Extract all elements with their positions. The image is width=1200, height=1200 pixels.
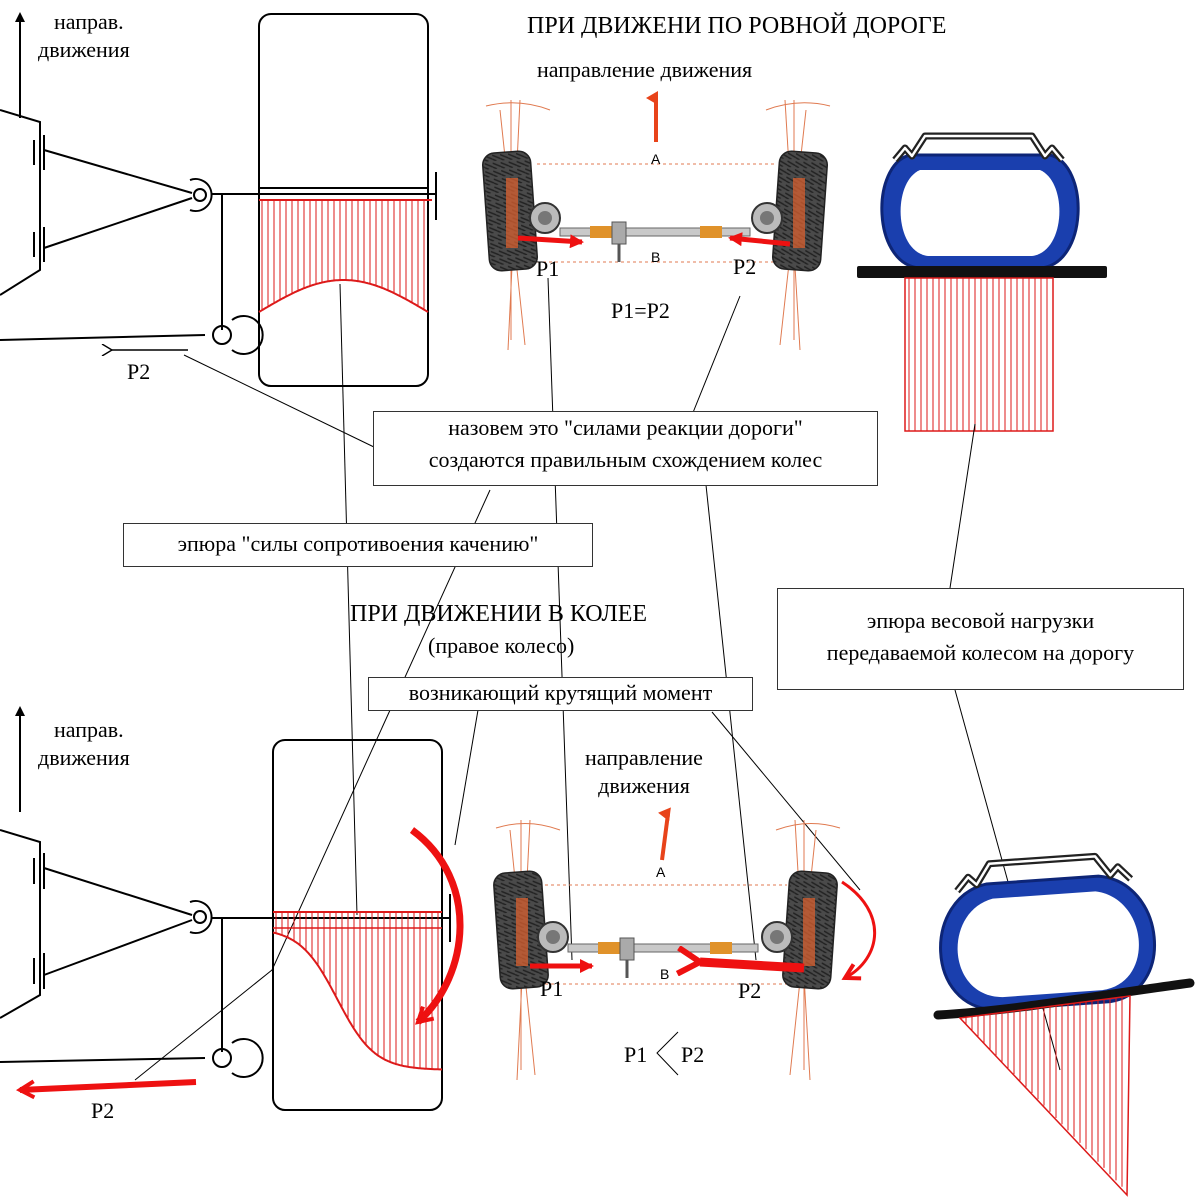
road-reaction-note-box: назовем это "силами реакции дороги" созд… <box>373 411 878 486</box>
inequality-p1-label: P1 <box>624 1042 648 1067</box>
tie-rod-bottom <box>0 1057 206 1063</box>
direction-label-rut: направление движения <box>585 744 703 799</box>
weight-load-note-line1: эпюра весовой нагрузки <box>866 608 1095 633</box>
leader-lines <box>134 277 1061 1081</box>
tire-section-rut <box>933 852 1195 1020</box>
p1-force-arrow-top <box>517 234 584 249</box>
torque-arrow-axle <box>841 880 877 978</box>
p2-force-arrow-bottom-left <box>20 1079 197 1090</box>
tire-section-flat <box>857 132 1107 278</box>
road-surface-rut <box>933 978 1195 1020</box>
body-frame-bottom <box>0 829 41 1019</box>
p2-label-top: P2 <box>733 254 757 279</box>
rolling-resistance-diagram-top <box>258 199 432 313</box>
p1-label-top: P1 <box>536 256 560 281</box>
road-surface-flat <box>857 266 1107 278</box>
torque-arrow-left <box>409 827 464 1022</box>
top-suspension-sketch <box>0 12 437 355</box>
p1-equals-p2-label: P1=P2 <box>611 298 670 323</box>
direction-arrow-rut <box>658 807 671 861</box>
upper-joint-top <box>189 178 213 212</box>
dimension-a-top: A <box>651 151 661 167</box>
direction-label-rut-line1: направление <box>585 745 703 770</box>
direction-label-bottom-left: направ. движения <box>38 716 130 771</box>
rolling-resistance-note-box: эпюра "силы сопротивоения качению" <box>123 523 593 567</box>
weight-load-note-line2: передаваемой колесом на дорогу <box>826 639 1135 665</box>
road-reaction-note-line1: назовем это "силами реакции дороги" <box>448 415 803 440</box>
bottom-suspension-sketch <box>0 706 451 1078</box>
weight-load-diagram-flat <box>904 277 1054 432</box>
axle-plan-bottom <box>493 819 841 1081</box>
rolling-resistance-diagram-bottom <box>272 911 443 1071</box>
direction-label-top-left-line1: направ. <box>54 9 124 34</box>
steering-rack-top <box>559 227 751 237</box>
direction-label-flat: направление движения <box>537 57 753 82</box>
wheel-outline-bottom <box>272 739 443 1111</box>
dimension-a-bottom: A <box>656 864 666 880</box>
weight-load-note-box: эпюра весовой нагрузки передаваемой коле… <box>777 588 1184 690</box>
p2-label-top-left: P2 <box>127 359 151 384</box>
p2-force-arrow-top <box>728 232 791 247</box>
direction-label-top-left: направ. движения <box>38 8 130 63</box>
p2-force-arrow-bottom <box>700 962 805 968</box>
subtitle-rut: (правое колесо) <box>428 633 575 658</box>
lower-arm-top <box>43 197 193 249</box>
title-rut: ПРИ ДВИЖЕНИИ В КОЛЕЕ <box>350 601 648 627</box>
body-frame-top <box>0 109 41 296</box>
upper-arm-top <box>43 149 193 194</box>
direction-label-rut-line2: движения <box>598 772 690 798</box>
direction-label-top-left-line2: движения <box>38 36 130 62</box>
lower-joint-bottom <box>231 1038 264 1078</box>
lower-joint-top <box>231 315 264 355</box>
direction-label-bottom-left-line1: направ. <box>54 717 124 742</box>
p1-label-bottom: P1 <box>540 976 564 1001</box>
inequality-p2-label: P2 <box>681 1042 705 1067</box>
road-reaction-note-line2: создаются правильным схождением колес <box>428 446 823 472</box>
tie-rod-top <box>0 334 206 341</box>
weight-load-diagram-rut <box>958 995 1131 1197</box>
p2-label-bottom: P2 <box>738 978 762 1003</box>
less-than-sign <box>656 1031 679 1076</box>
dimension-b-bottom: B <box>660 966 670 982</box>
torque-note-box: возникающий крутящий момент <box>368 677 753 711</box>
title-flat-road: ПРИ ДВИЖЕНИ ПО РОВНОЙ ДОРОГЕ <box>527 13 947 39</box>
direction-label-bottom-left-line2: движения <box>38 744 130 770</box>
upper-joint-bottom <box>189 900 213 934</box>
p2-label-bottom-left: P2 <box>91 1098 115 1123</box>
dimension-b-top: B <box>651 249 661 265</box>
axle-plan-top <box>482 99 831 351</box>
